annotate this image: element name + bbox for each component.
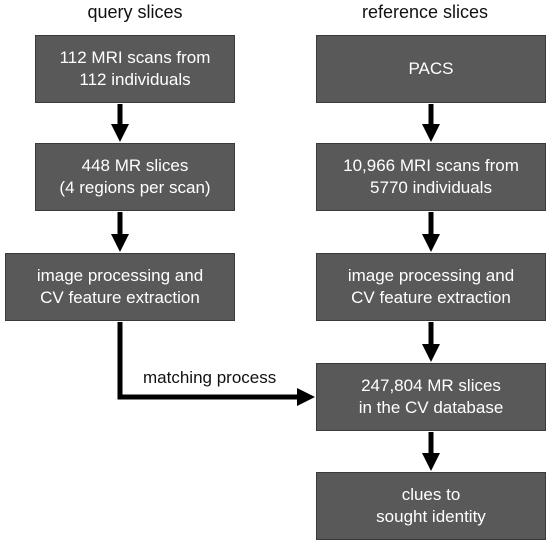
reference-slices-title: reference slices — [361, 2, 489, 22]
arrow-right-3 — [422, 322, 440, 362]
box-text-line: 112 MRI scans from — [59, 48, 211, 67]
box-reference-processing: image processing and CV feature extracti… — [316, 253, 546, 321]
box-text-line: 448 MR slices — [81, 156, 189, 175]
box-text-line: 10,966 MRI scans from — [343, 156, 519, 175]
box-text-line: (4 regions per scan) — [59, 178, 211, 197]
matching-process-label: matching process — [143, 368, 277, 387]
box-text-line: in the CV database — [358, 398, 504, 417]
arrow-right-4 — [422, 432, 440, 471]
arrow-left-1 — [111, 104, 129, 142]
box-text-line: CV feature extraction — [351, 288, 511, 307]
box-text-line: 112 individuals — [79, 70, 191, 89]
box-text-line: image processing and — [347, 266, 515, 285]
query-slices-title: query slices — [87, 2, 183, 22]
arrow-right-1 — [422, 104, 440, 142]
box-query-processing: image processing and CV feature extracti… — [5, 253, 235, 321]
box-text-line: sought identity — [376, 507, 486, 526]
box-cv-database: 247,804 MR slices in the CV database — [316, 363, 546, 431]
box-identity-clues: clues to sought identity — [316, 472, 546, 540]
box-reference-pacs: PACS — [316, 35, 546, 103]
box-text-line: clues to — [401, 485, 461, 504]
box-query-mr-slices: 448 MR slices (4 regions per scan) — [35, 143, 235, 211]
box-text-line: 5770 individuals — [370, 178, 492, 197]
box-query-mri-scans: 112 MRI scans from 112 individuals — [35, 35, 235, 103]
box-text-line: 247,804 MR slices — [361, 376, 501, 395]
box-text-line: image processing and — [36, 266, 204, 285]
arrow-right-2 — [422, 212, 440, 252]
box-reference-mri-scans: 10,966 MRI scans from 5770 individuals — [316, 143, 546, 211]
box-text-line: PACS — [408, 59, 454, 78]
box-text-line: CV feature extraction — [40, 288, 200, 307]
arrow-matching-process — [117, 322, 315, 406]
arrow-left-2 — [111, 212, 129, 252]
